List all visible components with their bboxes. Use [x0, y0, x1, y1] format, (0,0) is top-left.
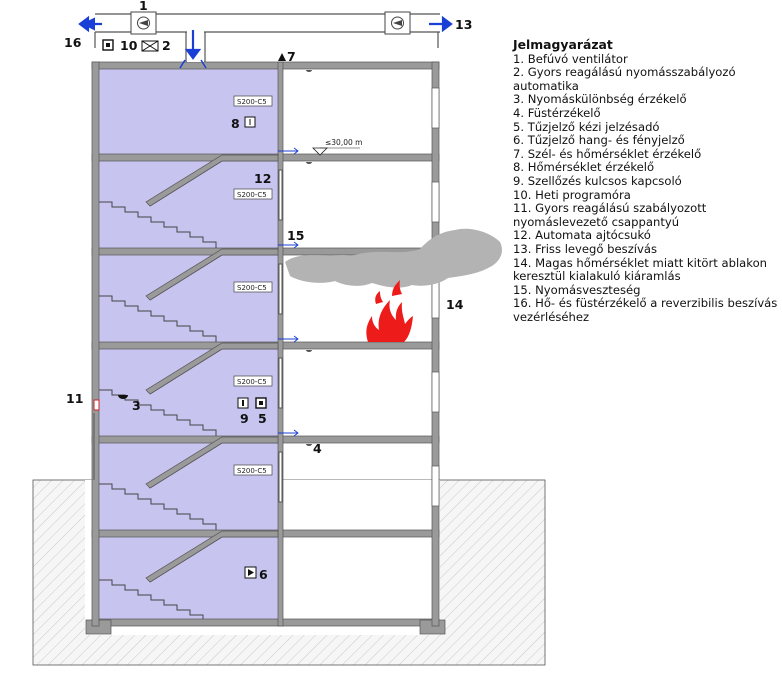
reverse-fan-icon [384, 11, 411, 35]
legend-item: 7. Szél- és hőmérséklet érzékelő [513, 146, 702, 161]
legend-item: 8. Hőmérséklet érzékelő [513, 160, 655, 175]
legend-title: Jelmagyarázat [513, 37, 613, 52]
callout-numbers: 1 2 3 4 5 6 7 8 9 10 11 12 13 14 15 16 [64, 0, 472, 582]
door-tag-4: S200-C5 [237, 378, 267, 386]
door-closer-icons [278, 169, 283, 503]
key-switch-icon [237, 397, 249, 409]
legend-item: 4. Füstérzékelő [513, 105, 601, 120]
callout-1: 1 [139, 0, 148, 13]
door-tags: S200-C5 S200-C5 S200-C5 S200-C5 S200-C5 [233, 95, 273, 476]
door-tag-1: S200-C5 [237, 98, 267, 106]
callout-10: 10 [120, 38, 138, 53]
airflow-arrows [78, 15, 453, 69]
legend-item: 14. Magas hőmérséklet miatt kitört ablak… [513, 255, 768, 284]
pressure-sensor-icon [118, 395, 128, 399]
legend-item: 15. Nyomásveszteség [513, 282, 641, 297]
roof-duct-riser [187, 31, 204, 62]
pressure-loss-arrows [278, 147, 299, 437]
pressure-controller-icon [141, 40, 159, 52]
callout-3: 3 [132, 398, 141, 413]
legend-item: 16. Hő- és füstérzékelő a reverzibilis b… [513, 296, 778, 324]
relief-damper-icon [93, 399, 100, 480]
roof-duct-fill [97, 15, 438, 31]
smoke-cloud [285, 228, 502, 288]
windows [431, 87, 440, 507]
legend-item: 5. Tűzjelző kézi jelzésadó [513, 119, 660, 134]
callout-4: 4 [313, 441, 322, 456]
callout-5: 5 [258, 411, 267, 426]
legend-item: 10. Heti programóra [513, 187, 631, 202]
temperature-sensor-icon [244, 116, 256, 128]
callout-14: 14 [446, 297, 464, 312]
fire-icon [366, 280, 413, 342]
height-mark-label: ≤30,00 m [325, 138, 362, 147]
walls [91, 61, 440, 627]
callout-11: 11 [66, 391, 83, 406]
legend-list: 1. Befúvó ventilátor 2. Gyors reagálású … [513, 51, 781, 325]
legend-item: 13. Friss levegő beszívás [513, 241, 658, 256]
height-marker: ≤30,00 m [312, 138, 362, 156]
door-tag-3: S200-C5 [237, 284, 267, 292]
callout-2: 2 [162, 38, 171, 53]
wind-temperature-sensor-icon [278, 53, 286, 61]
legend-item: 1. Befúvó ventilátor [513, 51, 628, 66]
legend: Jelmagyarázat 1. Befúvó ventilátor 2. Gy… [513, 38, 781, 324]
callout-16: 16 [64, 35, 82, 50]
stair-landings [145, 154, 279, 583]
callout-6: 6 [259, 567, 268, 582]
duct-posts [94, 32, 439, 48]
door-tag-5: S200-C5 [237, 467, 267, 475]
supply-fan-icon [130, 11, 157, 35]
callout-7: 7 [287, 49, 296, 64]
legend-item: 6. Tűzjelző hang- és fényjelző [513, 133, 685, 148]
callout-15: 15 [287, 228, 304, 243]
callout-9: 9 [240, 411, 249, 426]
callout-13: 13 [455, 17, 472, 32]
weekly-timer-icon [102, 39, 114, 51]
legend-item: 3. Nyomáskülönbség érzékelő [513, 92, 687, 107]
legend-item: 2. Gyors reagálású nyomásszabályozó auto… [513, 65, 736, 93]
door-tag-2: S200-C5 [237, 191, 267, 199]
manual-call-point-icon [255, 397, 267, 409]
legend-item: 12. Automata ajtócsukó [513, 228, 651, 243]
sounder-strobe-icon [244, 566, 257, 579]
legend-item: 11. Gyors reagálású szabályozott nyomásl… [513, 201, 707, 229]
legend-item: 9. Szellőzés kulcsos kapcsoló [513, 173, 682, 188]
callout-8: 8 [231, 116, 240, 131]
callout-12: 12 [254, 171, 271, 186]
